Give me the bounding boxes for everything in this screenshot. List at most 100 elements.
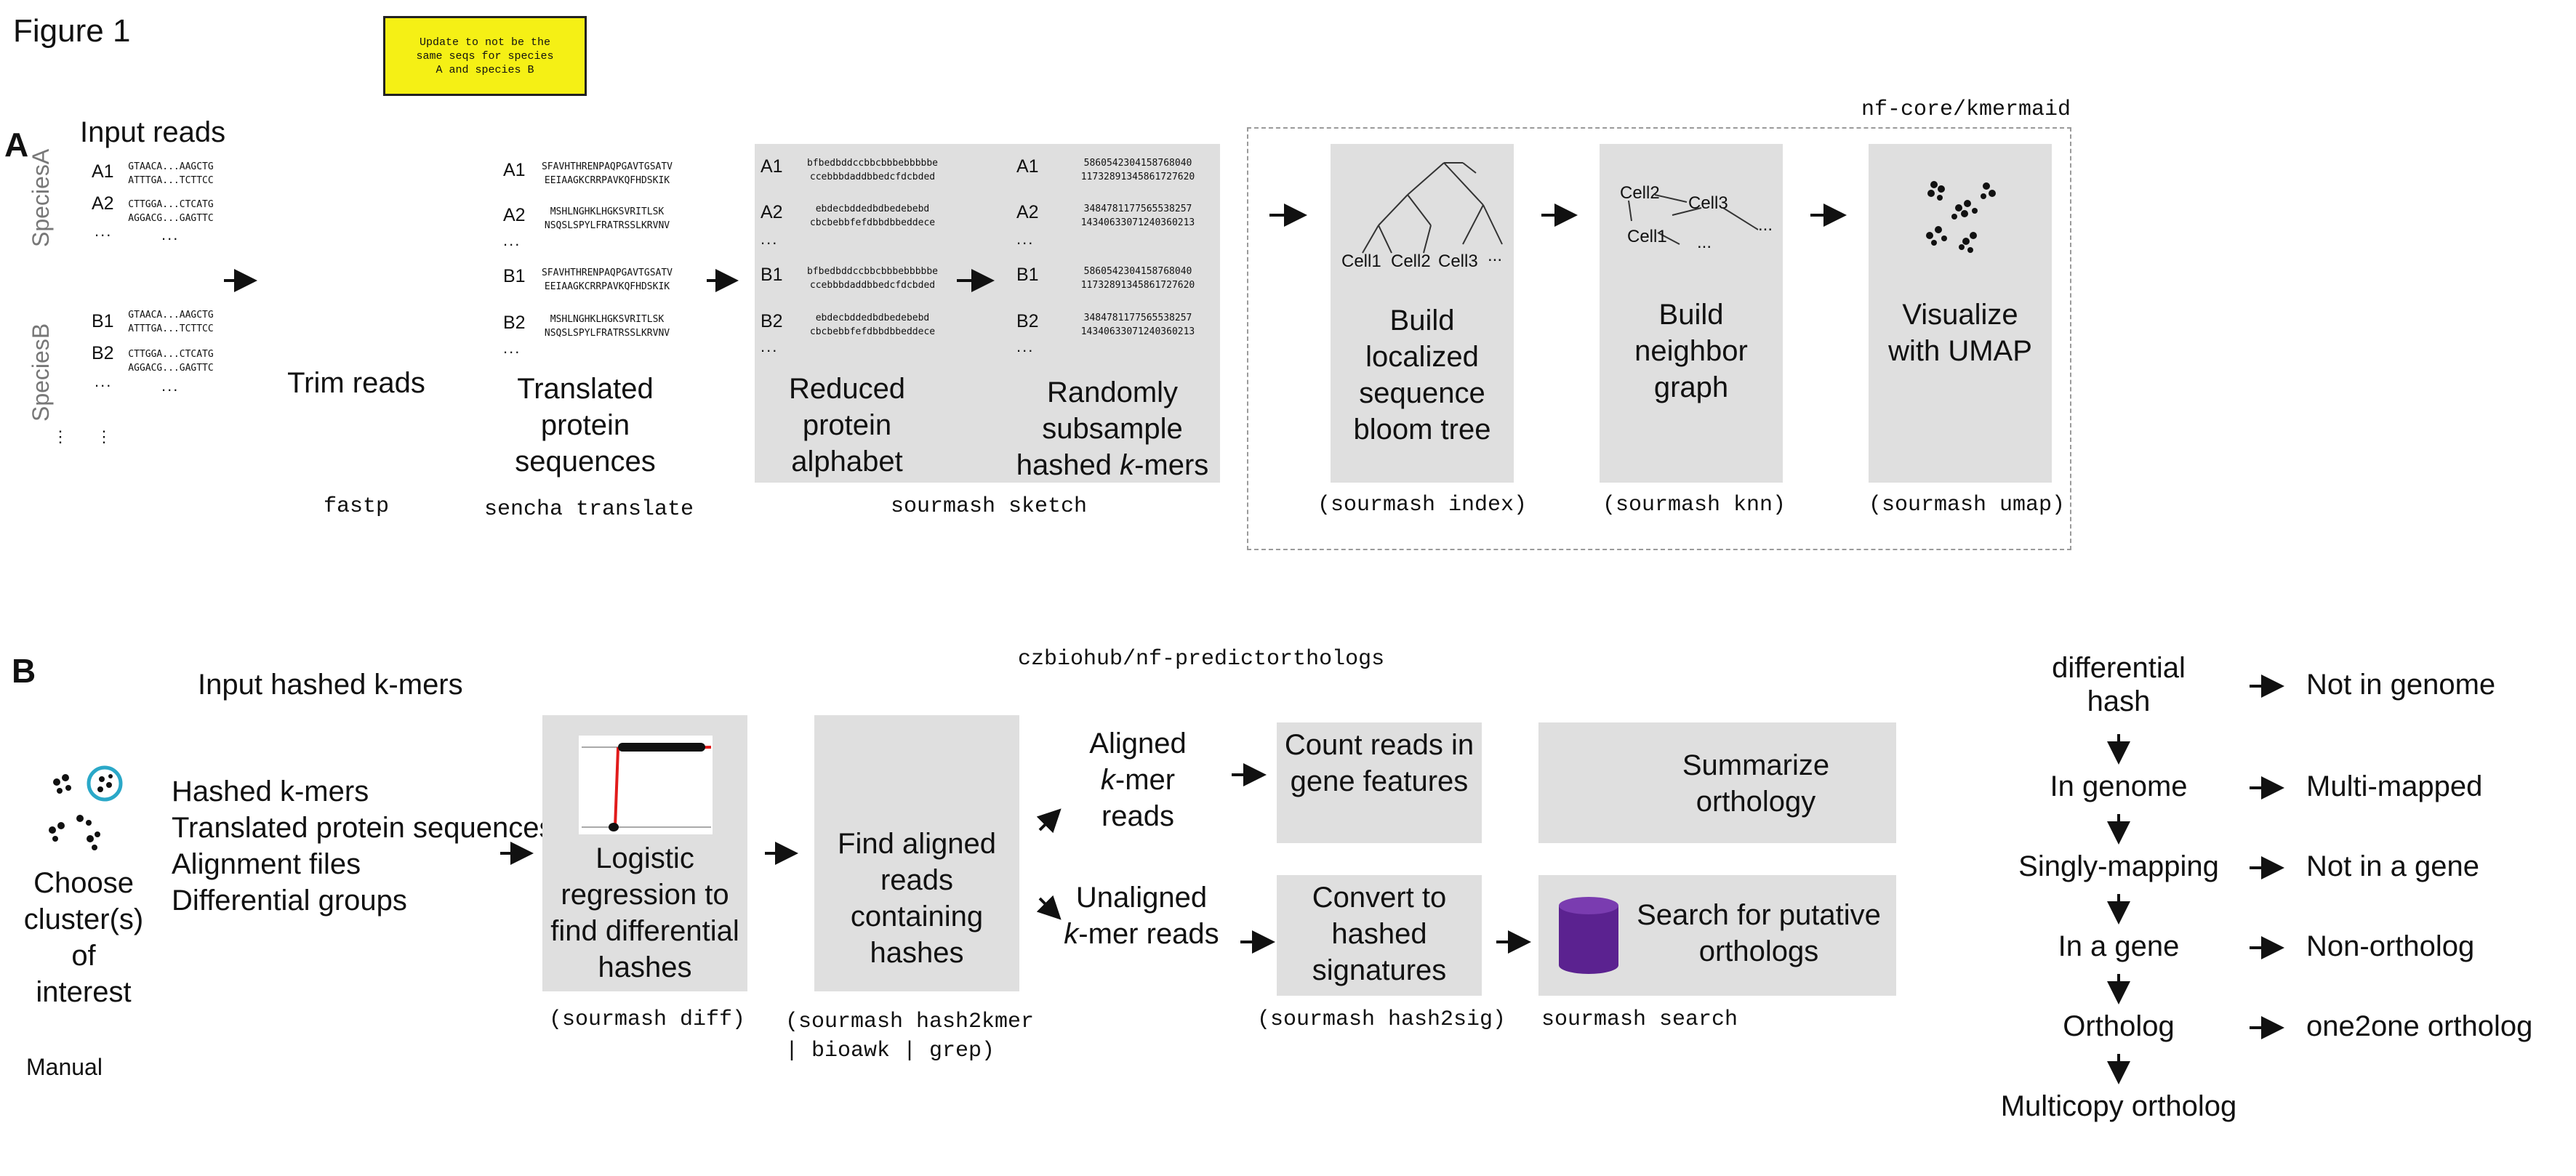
seq-id: A2 [1016, 202, 1039, 222]
summarize-label: Summarize orthology [1682, 749, 1830, 818]
flow-left: Singly-mapping [2018, 850, 2219, 882]
flow-left: In a gene [2058, 930, 2180, 962]
seq-id: B2 [761, 311, 783, 331]
flow-left: differential hash [2052, 652, 2186, 717]
list-item: Alignment files [172, 848, 361, 880]
bloom-leaf: Cell2 [1391, 251, 1431, 271]
list-item: Differential groups [172, 885, 407, 917]
find-label: Find aligned reads containing hashes [838, 828, 996, 969]
ellipsis: ... [161, 225, 180, 243]
flow-right: Not in genome [2306, 669, 2496, 701]
bloom-label: Build localized sequence bloom tree [1353, 305, 1491, 446]
umap-label: Visualize with UMAP [1888, 299, 2032, 367]
bloom-tree-icon [1362, 162, 1503, 254]
panel-b-letter: B [12, 652, 36, 690]
index-tool: (sourmash index) [1317, 493, 1528, 517]
input-reads-title: Input reads [80, 116, 226, 148]
ellipsis: ... [503, 339, 521, 357]
diff-tool: (sourmash diff) [548, 1007, 746, 1032]
flow-left: In genome [2050, 770, 2188, 802]
knn-tool: (sourmash knn) [1602, 493, 1786, 517]
ellipsis: ... [761, 230, 779, 248]
neighbor-graph-icon [1628, 194, 1759, 245]
seq-id: A1 [761, 156, 783, 177]
fastp-tool: fastp [323, 494, 389, 519]
convert-label: Convert to hashed signatures [1312, 882, 1447, 986]
list-item: Translated protein sequences [172, 812, 554, 844]
sketch-panel [755, 144, 1220, 483]
sticky-note-text: Update to not be the same seqs for speci… [416, 36, 554, 76]
figure-title: Figure 1 [13, 13, 131, 49]
seq-id: B1 [1016, 265, 1039, 285]
flow-right: Multi-mapped [2306, 770, 2483, 802]
umap-scatter-icon [1926, 181, 1996, 253]
sketch-tool: sourmash sketch [890, 494, 1088, 519]
seq-id: A1 [503, 160, 526, 180]
cluster-scatter-icon [49, 765, 123, 850]
hash2sig-tool: (sourmash hash2sig) [1256, 1007, 1506, 1032]
translated-label: Translated protein sequences [515, 373, 656, 478]
ellipsis: ... [503, 231, 521, 249]
input-list: Hashed k-mers Translated protein sequenc… [172, 773, 554, 919]
ellipsis: ⋮ [52, 427, 70, 446]
read-id: B1 [92, 311, 114, 331]
seq-id: B1 [761, 265, 783, 285]
flow-left: Ortholog [2063, 1010, 2175, 1042]
kmermaid-label: nf-core/kmermaid [1861, 97, 2071, 122]
read-id: A2 [92, 193, 114, 214]
bloom-leaf: ... [1488, 246, 1503, 265]
flow-left: Multicopy ortholog [2000, 1090, 2237, 1122]
panel-b-arrows [500, 674, 2284, 1084]
input-hashed-kmers: Input hashed k-mers [198, 669, 463, 701]
trim-reads-label: Trim reads [287, 367, 425, 399]
summarize-panel [1538, 722, 1896, 843]
ellipsis: ... [95, 372, 113, 390]
convert-panel [1277, 875, 1482, 996]
choose-cluster-label: Choose cluster(s) of interest [23, 867, 144, 1008]
kmermaid-region [1247, 127, 2071, 550]
logistic-label: Logistic regression to find differential… [550, 842, 739, 983]
umap-tool: (sourmash umap) [1868, 493, 2066, 517]
neighbor-label: Build neighbor graph [1634, 299, 1748, 403]
ellipsis: ... [95, 222, 113, 240]
search-label: Search for putative orthologs [1637, 899, 1881, 967]
bloom-tree-panel [1331, 144, 1514, 483]
reduced-label: Reduced protein alphabet [788, 373, 906, 478]
graph-node: Cell3 [1688, 193, 1728, 213]
neighbor-panel [1600, 144, 1783, 483]
flow-right: Non-ortholog [2306, 930, 2475, 962]
logistic-plot-frame [579, 736, 713, 834]
umap-panel [1869, 144, 2052, 483]
bloom-leaf: Cell1 [1341, 251, 1381, 271]
sencha-tool: sencha translate [483, 497, 694, 522]
hash2kmer-tool: (sourmash hash2kmer | bioawk | grep) [785, 1010, 1035, 1063]
ellipsis: ⋮ [96, 427, 113, 446]
seq-id: A1 [1016, 156, 1039, 177]
graph-node: ... [1697, 233, 1712, 252]
search-tool: sourmash search [1541, 1007, 1738, 1032]
panel-a-letter: A [4, 126, 29, 164]
ellipsis: ... [161, 376, 180, 395]
flow-right: one2one ortholog [2306, 1010, 2533, 1042]
find-panel [814, 715, 1019, 991]
database-cylinder-icon [1559, 897, 1618, 974]
panel-a-arrows [224, 204, 1847, 292]
hashed-label: Randomly subsample hashed k-mers [1016, 376, 1209, 481]
seq-id: A2 [503, 205, 526, 225]
